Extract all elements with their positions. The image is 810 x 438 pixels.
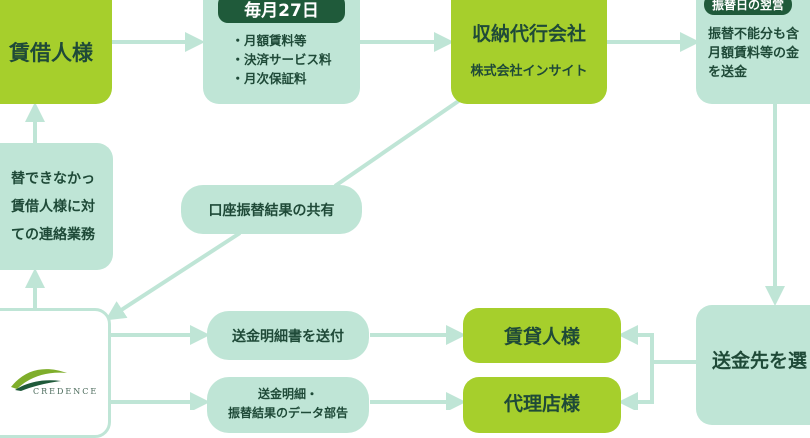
next-day-tag: 振替日の翌営 — [704, 0, 793, 15]
statement-data-box: 送金明細・ 振替結果のデータ部告 — [207, 377, 369, 433]
schedule-item: ・決済サービス料 — [231, 52, 332, 67]
agent-title: 収納代行会社 — [471, 23, 586, 45]
schedule-item: ・月額賃料等 — [231, 33, 307, 48]
schedule-item: ・月次保証料 — [231, 71, 307, 86]
send-statement-box: 送金明細書を送付 — [207, 311, 369, 360]
flow-arrows — [25, 32, 785, 410]
agency-label: 代理店様 — [503, 393, 580, 415]
statement-data-line: 送金明細・ — [257, 387, 318, 401]
next-day-line: を送金 — [708, 65, 748, 80]
failed-contact-lines: 替できなかっ 賃借人様に対 ての連絡業務 — [11, 165, 95, 249]
arrow-remit-to-agency — [618, 362, 654, 410]
landlord-box: 賃貸人様 — [463, 308, 621, 363]
failed-contact-box: 替できなかっ 賃借人様に対 ての連絡業務 — [0, 143, 113, 270]
schedule-box: 毎月27日 ・月額賃料等 ・決済サービス料 ・月次保証料 — [203, 0, 360, 104]
next-day-box: 振替日の翌営 振替不能分も含 月額賃料等の金 を送金 — [696, 0, 810, 104]
arrow-remit-to-landlord — [618, 325, 696, 364]
landlord-label: 賃貸人様 — [503, 326, 580, 348]
next-day-lines: 振替不能分も含 月額賃料等の金 を送金 — [708, 25, 799, 82]
schedule-items: ・月額賃料等 ・決済サービス料 ・月次保証料 — [231, 31, 331, 88]
next-day-line: 振替不能分も含 — [708, 27, 800, 42]
arrow-share-to-credence — [105, 231, 242, 321]
statement-data-line: 振替結果のデータ部告 — [227, 406, 348, 420]
credence-box: CREDENCE — [0, 308, 111, 438]
next-day-line: 月額賃料等の金 — [708, 46, 800, 61]
arrow-agent-to-share — [333, 98, 462, 188]
agent-company: 株式会社インサイト — [470, 64, 588, 79]
schedule-tag: 毎月27日 — [218, 0, 345, 23]
failed-contact-line: 替できなかっ — [11, 170, 95, 187]
tenant-top-label: 賃借人様 — [9, 41, 93, 65]
remit-destination-label: 送金先を選 — [712, 349, 808, 372]
share-results-label: 口座振替結果の共有 — [208, 202, 335, 219]
credence-logo-text: CREDENCE — [33, 386, 99, 396]
agency-box: 代理店様 — [463, 377, 621, 433]
agent-box: 収納代行会社 株式会社インサイト — [451, 0, 607, 104]
failed-contact-line: 賃借人様に対 — [11, 198, 95, 215]
share-results-box: 口座振替結果の共有 — [181, 185, 362, 234]
send-statement-label: 送金明細書を送付 — [232, 328, 344, 345]
statement-data-lines: 送金明細・ 振替結果のデータ部告 — [228, 385, 348, 423]
failed-contact-line: ての連絡業務 — [11, 226, 95, 243]
credence-logo-swoosh — [11, 368, 67, 391]
tenant-top-box: 賃借人様 — [0, 0, 112, 104]
remit-destination-box: 送金先を選 — [696, 305, 810, 425]
